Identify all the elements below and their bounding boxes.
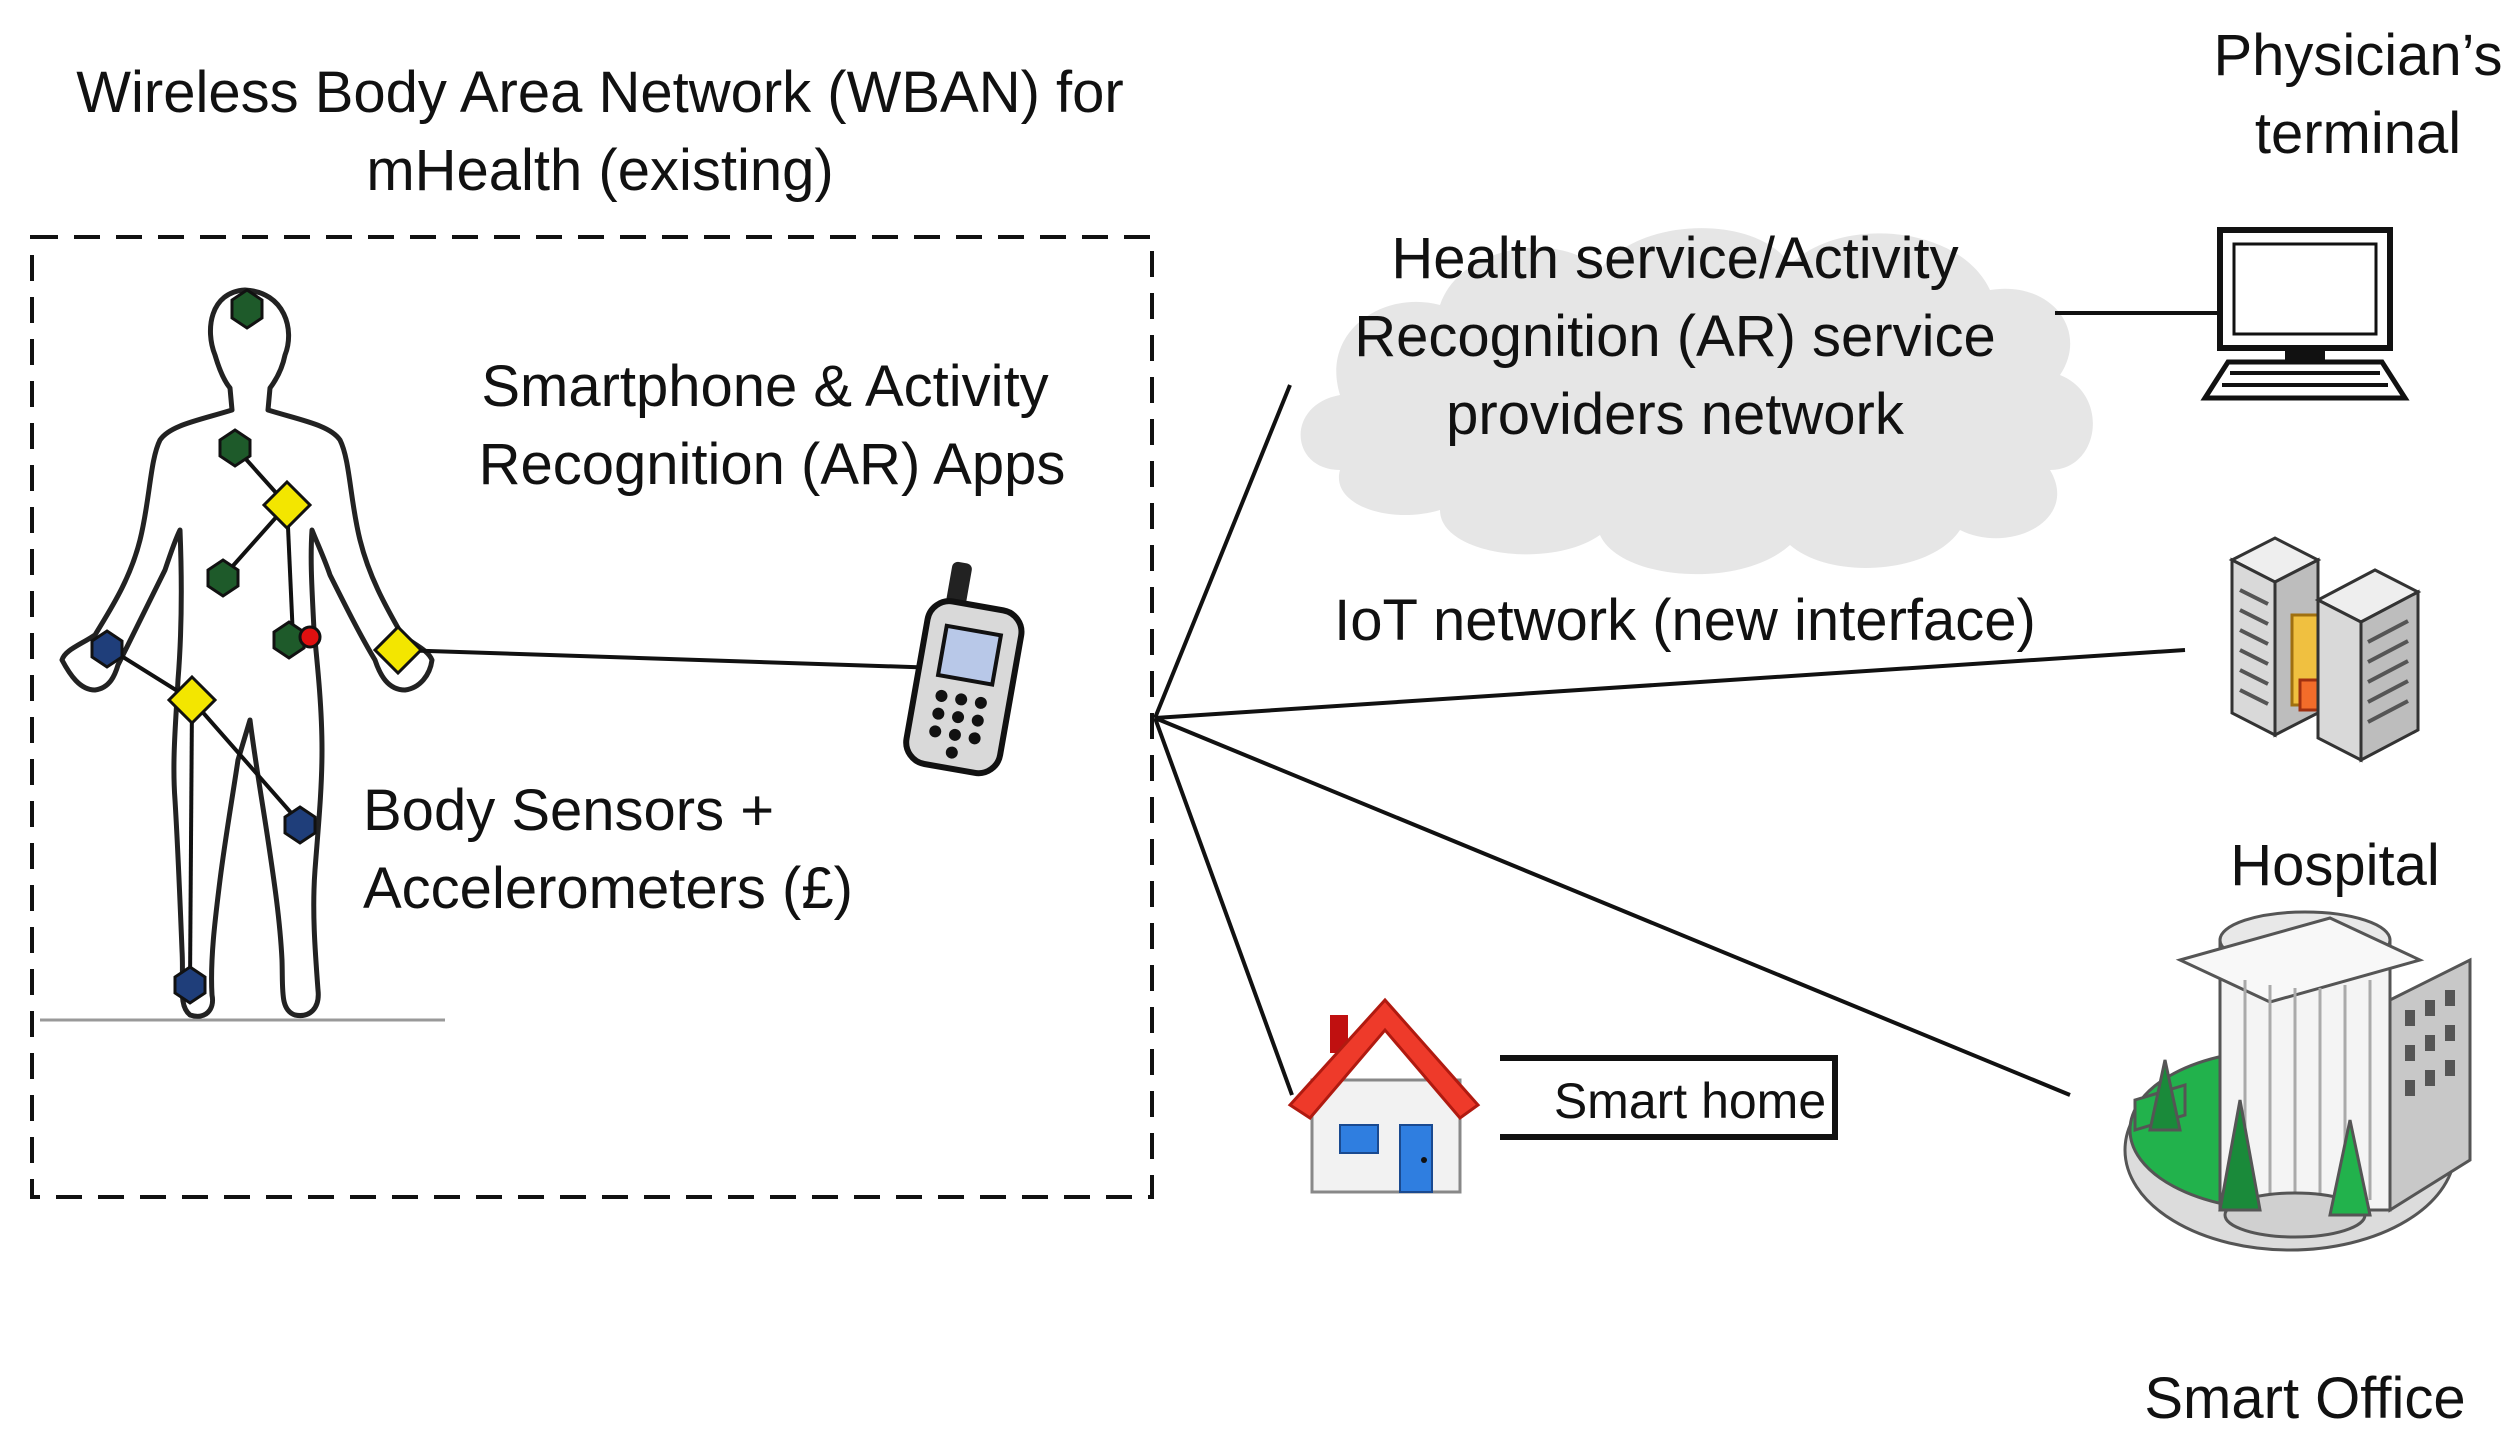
sensor-ankle xyxy=(173,965,207,1005)
wban-boundary xyxy=(30,235,1154,1199)
wban-title-line2: mHealth (existing) xyxy=(366,138,833,203)
cloud-label-line1: Health service/Activity xyxy=(1391,226,1958,291)
hospital-servers-icon xyxy=(2228,536,2422,763)
smart-home-label: Smart home xyxy=(1554,1073,1826,1129)
network-links xyxy=(1153,311,2220,1097)
sensor-hub-shoulder xyxy=(261,479,313,531)
mobile-phone-icon xyxy=(903,561,1025,777)
sensor-red xyxy=(298,625,322,649)
computer-terminal-icon xyxy=(2200,227,2410,401)
sensors-label-line1: Body Sensors + xyxy=(363,778,774,843)
sensor-head xyxy=(230,288,264,330)
human-body-icon xyxy=(59,287,435,1019)
cloud-label-line3: providers network xyxy=(1446,382,1905,447)
sensor-knee xyxy=(283,805,317,845)
sensors-label-line2: Accelerometers (£) xyxy=(363,856,853,921)
sensor-hub-thigh xyxy=(166,674,218,726)
office-building-icon xyxy=(2123,910,2472,1252)
house-icon xyxy=(1287,997,1481,1194)
apps-label-line2: Recognition (AR) Apps xyxy=(479,432,1066,497)
apps-label-line1: Smartphone & Activity xyxy=(481,354,1048,419)
smart-home-frame xyxy=(1500,1055,1838,1140)
wban-title-line1: Wireless Body Area Network (WBAN) for xyxy=(76,60,1123,125)
sensor-chest xyxy=(218,428,252,468)
hospital-label: Hospital xyxy=(2230,833,2440,898)
body-sensors xyxy=(90,288,424,1005)
physician-label-line1: Physician’s xyxy=(2213,23,2502,88)
sensor-left-hand xyxy=(90,629,124,669)
sensor-abdomen xyxy=(206,558,240,598)
cloud-icon xyxy=(1300,228,2093,575)
smart-office-label: Smart Office xyxy=(2144,1366,2465,1431)
iot-network-label: IoT network (new interface) xyxy=(1334,588,2036,653)
cloud-label-line2: Recognition (AR) service xyxy=(1354,304,1995,369)
sensor-hub-hand xyxy=(372,624,424,676)
physician-label-line2: terminal xyxy=(2255,101,2461,166)
